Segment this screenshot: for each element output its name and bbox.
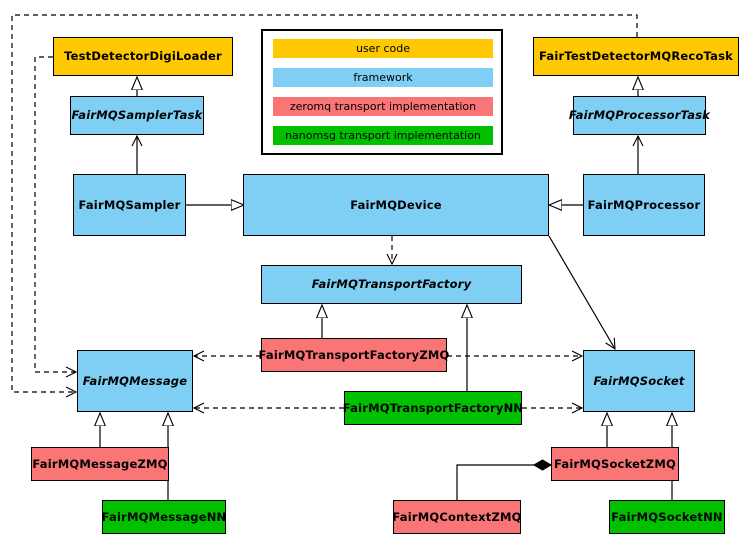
edge-contextzmq-to-socketzmq bbox=[456, 465, 551, 517]
class-node-FairMQTransportFactoryNN[interactable]: FairMQTransportFactoryNN bbox=[342, 391, 524, 425]
legend-label-zeromq: zeromq transport implementation bbox=[289, 100, 477, 113]
class-node-label: FairMQDevice bbox=[350, 197, 442, 212]
class-node-FairMQSocket[interactable]: FairMQSocket bbox=[583, 350, 695, 412]
legend-box: user code framework zeromq transport imp… bbox=[261, 29, 503, 155]
class-node-label: FairMQSocketZMQ bbox=[554, 456, 676, 471]
legend-item-framework: framework bbox=[273, 68, 493, 87]
edge-device-to-socket bbox=[548, 235, 615, 349]
legend-label-framework: framework bbox=[353, 71, 413, 84]
class-node-label: FairMQSocketNN bbox=[611, 509, 723, 524]
class-node-label: FairMQTransportFactoryNN bbox=[342, 400, 524, 415]
class-node-label: FairMQSampler bbox=[78, 197, 181, 212]
class-node-label: FairMQContextZMQ bbox=[392, 509, 522, 524]
class-node-label: TestDetectorDigiLoader bbox=[64, 49, 222, 64]
edge-recotask-to-message bbox=[11, 14, 638, 392]
edge-digiloader-to-message bbox=[34, 56, 76, 372]
class-node-FairMQProcessor[interactable]: FairMQProcessor bbox=[583, 174, 705, 236]
class-node-label: FairMQProcessor bbox=[587, 197, 701, 212]
class-node-label: FairMQMessage bbox=[82, 373, 188, 388]
class-node-label: FairMQTransportFactoryZMQ bbox=[258, 347, 450, 362]
class-node-FairTestDetectorMQRecoTask[interactable]: FairTestDetectorMQRecoTask bbox=[533, 37, 739, 76]
class-node-label: FairMQSocket bbox=[593, 373, 685, 388]
class-node-FairMQSocketNN[interactable]: FairMQSocketNN bbox=[609, 500, 725, 534]
class-node-label: FairTestDetectorMQRecoTask bbox=[539, 49, 733, 64]
class-node-FairMQSampler[interactable]: FairMQSampler bbox=[73, 174, 186, 236]
class-node-label: FairMQSamplerTask bbox=[71, 108, 203, 123]
legend-item-user-code: user code bbox=[273, 39, 493, 58]
class-node-FairMQProcessorTask[interactable]: FairMQProcessorTask bbox=[569, 96, 710, 135]
class-node-FairMQTransportFactory[interactable]: FairMQTransportFactory bbox=[261, 265, 522, 304]
class-node-FairMQMessageZMQ[interactable]: FairMQMessageZMQ bbox=[31, 447, 169, 481]
legend-label-nanomsg: nanomsg transport implementation bbox=[285, 129, 481, 142]
legend-item-nanomsg: nanomsg transport implementation bbox=[273, 126, 493, 145]
class-node-FairMQSocketZMQ[interactable]: FairMQSocketZMQ bbox=[551, 447, 679, 481]
class-node-FairMQDevice[interactable]: FairMQDevice bbox=[243, 174, 549, 236]
class-node-FairMQTransportFactoryZMQ[interactable]: FairMQTransportFactoryZMQ bbox=[258, 338, 450, 372]
class-node-label: FairMQTransportFactory bbox=[311, 277, 472, 292]
class-node-label: FairMQProcessorTask bbox=[568, 108, 711, 123]
class-node-label: FairMQMessageZMQ bbox=[32, 456, 168, 471]
class-node-FairMQSamplerTask[interactable]: FairMQSamplerTask bbox=[70, 96, 204, 135]
legend-item-zeromq: zeromq transport implementation bbox=[273, 97, 493, 116]
class-node-TestDetectorDigiLoader[interactable]: TestDetectorDigiLoader bbox=[53, 37, 233, 76]
class-node-label: FairMQMessageNN bbox=[101, 509, 227, 524]
class-node-FairMQMessageNN[interactable]: FairMQMessageNN bbox=[102, 500, 226, 534]
legend-label-user-code: user code bbox=[355, 42, 411, 55]
class-node-FairMQMessage[interactable]: FairMQMessage bbox=[77, 350, 193, 412]
class-node-FairMQContextZMQ[interactable]: FairMQContextZMQ bbox=[392, 500, 522, 534]
